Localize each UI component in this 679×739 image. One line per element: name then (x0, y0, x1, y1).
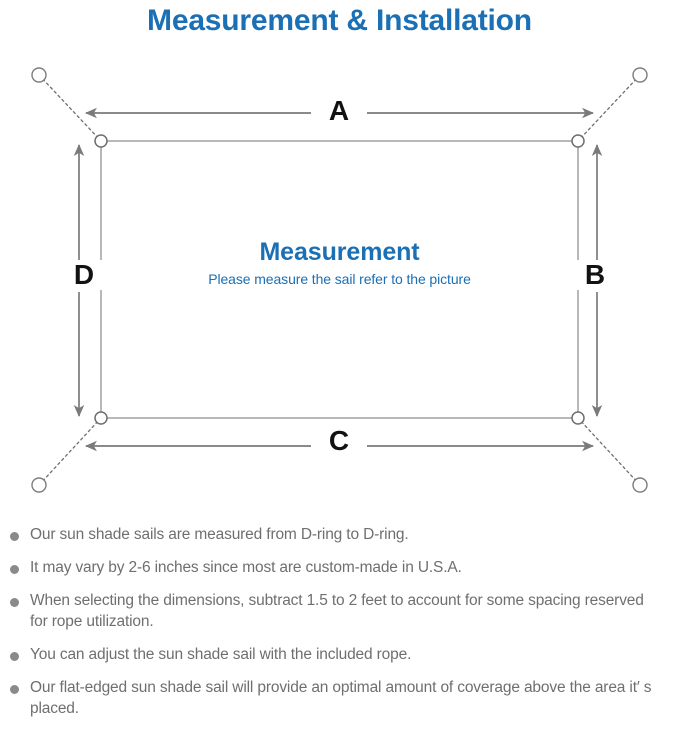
rope-line-top-right (577, 74, 641, 142)
bullet-icon (10, 685, 19, 694)
note-text: Our sun shade sails are measured from D-… (30, 526, 409, 543)
note-text: When selecting the dimensions, subtract … (30, 592, 644, 630)
anchor-post-top-left (31, 67, 47, 83)
list-item: It may vary by 2-6 inches since most are… (0, 557, 679, 578)
dimension-label-c: C (311, 426, 367, 456)
list-item: You can adjust the sun shade sail with t… (0, 644, 679, 665)
rope-line-bottom-left (38, 417, 102, 486)
d-ring-top-left (94, 134, 108, 148)
anchor-post-bottom-right (632, 477, 648, 493)
dimension-label-d: D (62, 260, 106, 290)
note-text: It may vary by 2-6 inches since most are… (30, 559, 462, 576)
list-item: When selecting the dimensions, subtract … (0, 590, 679, 632)
bullet-icon (10, 598, 19, 607)
list-item: Our sun shade sails are measured from D-… (0, 524, 679, 545)
note-text: You can adjust the sun shade sail with t… (30, 646, 412, 663)
notes-list: Our sun shade sails are measured from D-… (0, 524, 679, 731)
anchor-post-top-right (632, 67, 648, 83)
list-item: Our flat-edged sun shade sail will provi… (0, 677, 679, 719)
rope-line-bottom-right (577, 417, 641, 486)
bullet-icon (10, 565, 19, 574)
dimension-label-b: B (573, 260, 617, 290)
note-text: Our flat-edged sun shade sail will provi… (30, 679, 652, 717)
d-ring-top-right (571, 134, 585, 148)
dimension-label-a: A (311, 96, 367, 126)
shade-sail-diagram (31, 67, 648, 493)
bullet-icon (10, 532, 19, 541)
anchor-post-bottom-left (31, 477, 47, 493)
rope-line-top-left (38, 74, 102, 142)
d-ring-bottom-left (94, 411, 108, 425)
page-title: Measurement & Installation (147, 4, 532, 37)
sail-rectangle (100, 140, 579, 419)
d-ring-bottom-right (571, 411, 585, 425)
bullet-icon (10, 652, 19, 661)
